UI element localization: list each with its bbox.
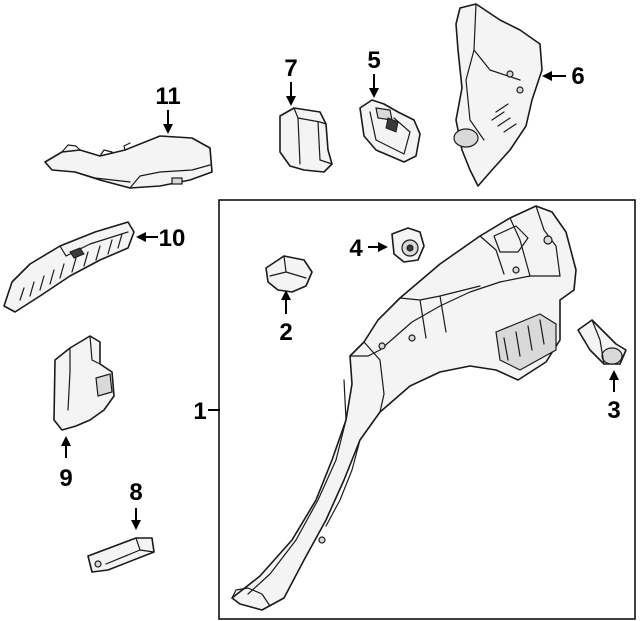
callout-labels: 11 10 9 8 7 5 6 4 2 3 1: [59, 47, 620, 506]
part-6-side-trim[interactable]: [453, 3, 543, 187]
callout-3: 3: [607, 397, 620, 424]
callout-5: 5: [367, 47, 380, 74]
part-1-inner-panel[interactable]: [231, 205, 577, 611]
callout-1: 1: [193, 398, 206, 425]
part-5-handle[interactable]: [359, 99, 421, 163]
leader-arrows: [61, 71, 619, 530]
callout-7: 7: [284, 55, 297, 82]
callout-2: 2: [279, 319, 292, 346]
part-10-lower-trim[interactable]: [3, 221, 135, 313]
assembly-frame: [218, 199, 636, 620]
part-7-cover[interactable]: [279, 107, 333, 173]
callout-10: 10: [159, 225, 186, 252]
part-11-upper-trim[interactable]: [44, 135, 213, 189]
part-4-clip[interactable]: [391, 227, 425, 263]
part-9-pillar-trim[interactable]: [53, 335, 115, 431]
part-2-bracket[interactable]: [265, 255, 313, 293]
callout-4: 4: [349, 235, 363, 262]
callout-8: 8: [129, 479, 142, 506]
callout-11: 11: [155, 83, 180, 110]
part-8-clip[interactable]: [87, 537, 155, 573]
callout-9: 9: [59, 465, 72, 492]
part-3-bumper[interactable]: [577, 319, 627, 365]
callout-6: 6: [571, 63, 584, 90]
